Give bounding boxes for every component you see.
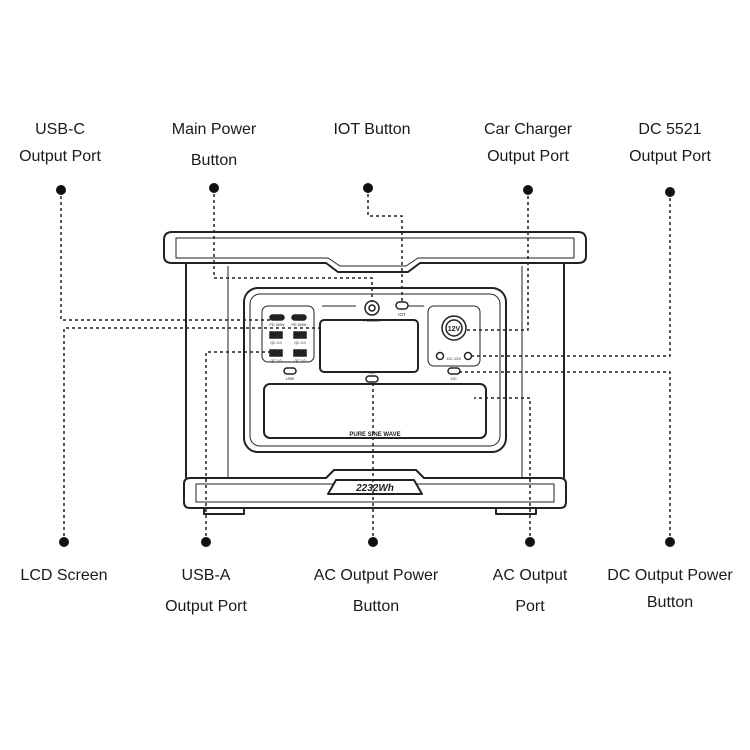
base — [183, 469, 567, 509]
label-usb-c-output-port: USB-C Output Port — [19, 116, 101, 170]
power-text: POWER — [363, 318, 381, 323]
leader-usb-c — [60, 190, 272, 321]
controls — [269, 300, 473, 383]
label-line: IOT Button — [333, 121, 411, 138]
label-line: AC Output — [492, 567, 568, 584]
label-line: USB-A — [181, 567, 231, 584]
usb-a-port-3[interactable] — [269, 349, 283, 357]
capacity-text: 2232Wh — [355, 483, 394, 494]
pure-sine-wave-text: PURE SINE WAVE — [349, 432, 400, 438]
car-12v-text: 12V — [448, 326, 461, 333]
usba-port-text-2: QC 3.0 — [294, 341, 305, 345]
dc-button-text: DC — [451, 376, 457, 381]
label-line: DC Output Power — [607, 567, 733, 584]
usb-c-port-1[interactable] — [269, 314, 285, 321]
car-charger-zone — [427, 305, 481, 367]
usb-a-port-1[interactable] — [269, 331, 283, 339]
leader-ac-port — [474, 397, 531, 542]
label-line: DC 5521 — [638, 121, 702, 138]
label-car-charger-output-port: Car Charger Output Port — [484, 116, 572, 170]
dc-port-text: DC 12V — [447, 356, 461, 361]
usb-output-button[interactable] — [283, 367, 297, 375]
main-power-button[interactable] — [364, 300, 380, 316]
dc-output-power-button[interactable] — [447, 367, 461, 375]
front-panel — [243, 287, 507, 453]
usbc-port-text-2: PD 100W — [292, 323, 308, 327]
usba-port-text-4: QC 3.0 — [294, 359, 305, 363]
base-inner — [195, 483, 555, 503]
label-line: Button — [646, 594, 694, 611]
leader-dots — [56, 183, 675, 547]
usb-zone — [261, 305, 315, 363]
usb-button-text: USB — [286, 376, 295, 381]
lcd-screen — [319, 319, 419, 373]
dot-iot — [363, 183, 373, 193]
label-line: Output Port — [487, 148, 569, 165]
label-line: LCD Screen — [20, 567, 108, 584]
leader-car-charger — [466, 190, 529, 331]
front-panel-inner — [249, 293, 501, 447]
dot-lcd — [59, 537, 69, 547]
label-usb-a-output-port: USB-A Output Port — [165, 562, 247, 620]
dc5521-port-2[interactable] — [463, 351, 473, 361]
capacity-plate — [327, 479, 423, 495]
dot-dc5521 — [665, 187, 675, 197]
dot-usb-a — [201, 537, 211, 547]
label-line: Port — [515, 598, 545, 615]
label-line: USB-C — [35, 121, 85, 138]
usba-port-text-3: QC 3.0 — [270, 359, 281, 363]
label-line: AC Output Power — [313, 567, 439, 584]
leader-lcd — [63, 327, 320, 542]
ac-button-text: AC — [369, 370, 375, 375]
dot-usb-c — [56, 185, 66, 195]
label-ac-output-power-button: AC Output Power Button — [314, 562, 439, 620]
feet-left — [203, 508, 245, 515]
feet-right — [495, 508, 537, 515]
ac-output-power-button[interactable] — [365, 375, 379, 383]
usb-c-port-2[interactable] — [291, 314, 307, 321]
leader-dc5521 — [472, 192, 671, 357]
label-line: Car Charger — [483, 121, 573, 138]
dot-dc-power — [665, 537, 675, 547]
ac-output-zone — [263, 383, 487, 439]
leader-main-power — [213, 188, 373, 301]
label-main-power-button: Main Power Button — [172, 116, 256, 174]
device-text: POWER IOT 12V DC 12V PD 100W PD 100W QC … — [270, 312, 462, 494]
label-line: Output Port — [165, 598, 247, 615]
car-charger-socket-inner — [445, 319, 463, 337]
dot-ac-port — [525, 537, 535, 547]
top-lid — [163, 231, 587, 273]
body-shell — [185, 263, 565, 478]
label-dc5521-output-port: DC 5521 Output Port — [629, 116, 711, 170]
power-station-body — [163, 231, 587, 515]
usb-a-port-4[interactable] — [293, 349, 307, 357]
label-line: Output Port — [629, 148, 711, 165]
label-dc-output-power-button: DC Output Power Button — [607, 562, 732, 616]
dot-main-power — [209, 183, 219, 193]
label-line: Button — [352, 598, 400, 615]
label-line: Output Port — [19, 148, 101, 165]
usbc-port-text-1: PD 100W — [270, 323, 286, 327]
label-lcd-screen: LCD Screen — [20, 562, 107, 589]
dot-car-charger — [523, 185, 533, 195]
label-iot-button: IOT Button — [333, 116, 410, 143]
top-lid-inner — [175, 237, 575, 267]
usba-port-text-1: QC 3.0 — [270, 341, 281, 345]
power-icon — [368, 304, 376, 312]
leader-dc-power — [460, 371, 671, 542]
leader-lines — [60, 188, 671, 542]
label-line: Main Power — [171, 121, 257, 138]
label-ac-output-port: AC Output Port — [493, 562, 568, 620]
usb-a-port-2[interactable] — [293, 331, 307, 339]
iot-text: IOT — [398, 312, 406, 317]
dot-ac-power — [368, 537, 378, 547]
leader-iot — [367, 188, 403, 302]
iot-button[interactable] — [395, 301, 409, 310]
dc5521-port-1[interactable] — [435, 351, 445, 361]
label-line: Button — [190, 152, 238, 169]
